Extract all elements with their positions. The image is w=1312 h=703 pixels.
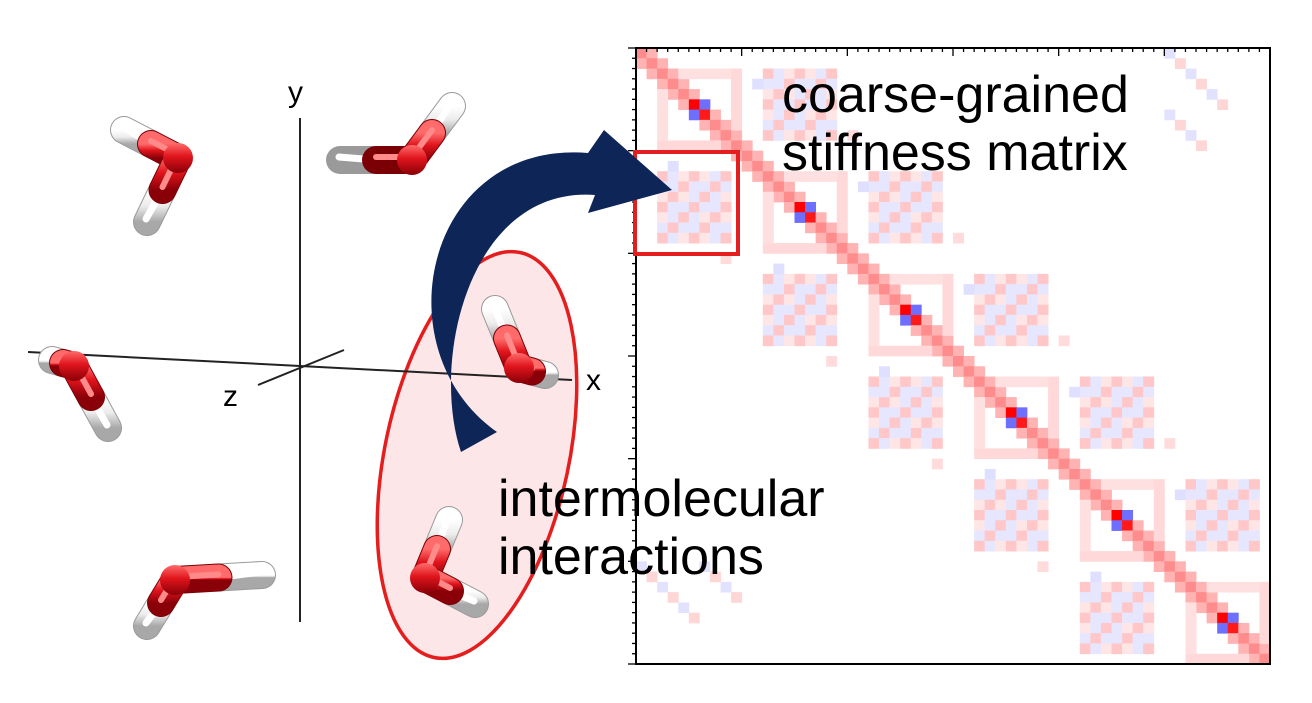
matrix-title-line1: coarse-grained — [782, 66, 1129, 124]
stiffness-matrix — [636, 48, 1271, 665]
x-axis-label: x — [586, 364, 601, 397]
z-axis-label: z — [223, 380, 238, 413]
y-axis-label: y — [288, 76, 303, 109]
matrix-block-highlight — [633, 150, 740, 256]
matrix-title-line2: stiffness matrix — [782, 124, 1128, 182]
z-axis-line — [257, 349, 345, 386]
water-molecule-6 — [410, 506, 489, 618]
water-molecules — [38, 92, 559, 640]
x-axis-line — [27, 351, 573, 381]
mapping-arrow — [431, 130, 672, 452]
interaction-label-line1: intermolecular — [498, 470, 825, 528]
interaction-label: intermolecular interactions — [498, 470, 825, 586]
water-molecule-3 — [38, 346, 122, 442]
interaction-label-line2: interactions — [498, 528, 764, 586]
water-molecule-5 — [133, 561, 276, 640]
water-molecule-1 — [110, 116, 193, 236]
matrix-title: coarse-grained stiffness matrix — [782, 66, 1129, 182]
water-molecule-4 — [481, 295, 559, 389]
coordinate-axes — [27, 118, 573, 622]
water-molecule-2 — [326, 92, 466, 175]
